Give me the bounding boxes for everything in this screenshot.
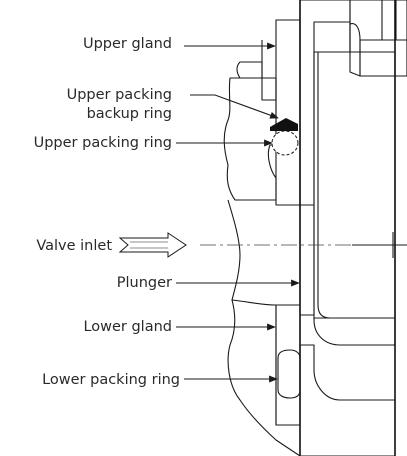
- upper-bonnet-section: [299, 0, 407, 206]
- upper-gland-part: [275, 19, 301, 206]
- upper-packing-backup-ring-leader: [190, 94, 279, 119]
- upper-packing-backup-ring-part: [270, 118, 298, 131]
- upper-packing-ring-label: Upper packing ring: [34, 135, 172, 151]
- valve-inlet-label: Valve inlet: [36, 238, 112, 254]
- lower-packing-ring-part: [277, 349, 301, 399]
- body-inner-boundary: [227, 199, 241, 301]
- lower-body-section: [227, 299, 396, 456]
- upper-packing-backup-ring-label-line2: backup ring: [87, 106, 172, 122]
- upper-packing-backup-ring-label-line1: Upper packing: [67, 87, 172, 103]
- upper-gland-label: Upper gland: [83, 36, 172, 52]
- upper-packing-ring-part: [271, 130, 299, 156]
- lower-gland-label: Lower gland: [83, 319, 172, 335]
- inner-cavity-outline: [313, 0, 396, 456]
- plunger-stem: [299, 0, 315, 456]
- plunger-label: Plunger: [117, 275, 172, 291]
- lower-packing-ring-label: Lower packing ring: [42, 372, 180, 388]
- lower-gland-part: [275, 304, 301, 426]
- flow-arrow-icon: [118, 232, 187, 258]
- upper-body-section: [223, 40, 277, 201]
